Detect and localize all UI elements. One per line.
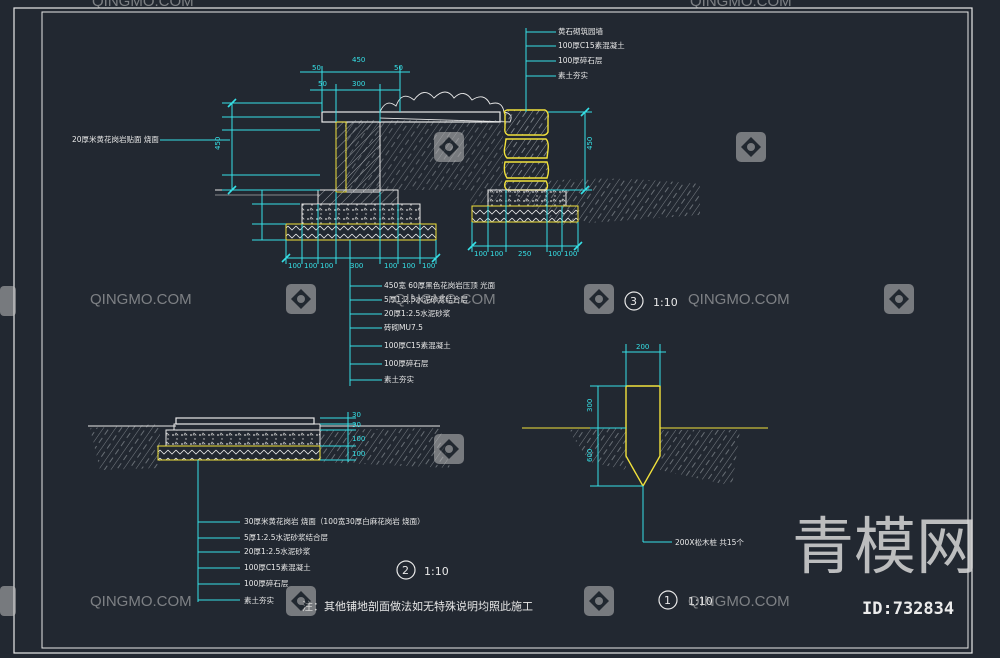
watermark-logo-icon <box>286 284 316 314</box>
section-1-scale: 1:10 <box>688 595 713 608</box>
section-3-scale: 1:10 <box>653 296 678 309</box>
section-2-dim-1: 30 <box>352 411 361 419</box>
watermark-logo-icon <box>434 132 464 162</box>
dim-top-1: 50 <box>312 64 321 72</box>
dim-top-2: 450 <box>352 56 365 64</box>
dim-bottom-7: 100 <box>422 262 435 270</box>
bottom-callout-2: 5厚1:2.5水泥砂浆结合层 <box>384 294 468 304</box>
section-1-number: 1 <box>664 594 671 607</box>
bottom-callout-6: 100厚碎石层 <box>384 358 429 368</box>
section-1-dim-left-2: 600 <box>586 449 594 462</box>
brand-watermark-id: ID:732834 <box>862 599 954 619</box>
bottom-callout-5: 100厚C15素混凝土 <box>384 340 451 350</box>
wood-pile <box>625 385 661 488</box>
brand-watermark: 青模网 ID:732834 <box>792 513 978 619</box>
bottom-callout-7: 素土夯实 <box>384 374 414 384</box>
watermark-text-bottom-right: QINGMO.COM <box>688 593 790 610</box>
section-2-callout-6: 素土夯实 <box>244 595 274 605</box>
section-2-callout-1: 30厚米黄花岗岩 烧面（100宽30厚白麻花岗岩 烧面） <box>244 516 425 526</box>
watermark-logo-icon <box>0 586 16 616</box>
dim-bottom-2: 100 <box>304 262 317 270</box>
left-material-label: 20厚米黄花岗岩贴面 烧面 <box>72 134 159 144</box>
right-callout-3: 100厚碎石层 <box>558 55 603 65</box>
general-note: 注：其他铺地剖面做法如无特殊说明均照此施工 <box>302 599 533 613</box>
right-callout-4: 素土夯实 <box>558 70 588 80</box>
section-1-dim-left-1: 300 <box>586 399 594 412</box>
watermark-text-mid-left: QINGMO.COM <box>90 291 192 308</box>
dim-bottom-right-1: 100 <box>474 250 487 258</box>
watermarks: QINGMO.COM QINGMO.COM QINGMO.COM QINGMO.… <box>0 0 914 616</box>
section-3-dimensions <box>160 28 592 386</box>
watermark-text-top-left: QINGMO.COM <box>92 0 194 10</box>
dim-bottom-right-4: 100 <box>548 250 561 258</box>
brand-watermark-cn: 青模网 <box>792 513 978 582</box>
bottom-callout-1: 450宽 60厚黑色花岗岩压顶 光面 <box>384 280 496 290</box>
dim-top-5: 50 <box>318 80 327 88</box>
section-2-dim-4: 100 <box>352 450 365 458</box>
section-2-callout-3: 20厚1:2.5水泥砂浆 <box>244 546 311 556</box>
bottom-callout-3: 20厚1:2.5水泥砂浆 <box>384 308 451 318</box>
dim-top-3: 300 <box>352 80 365 88</box>
section-2-marker: 2 1:10 <box>396 560 449 580</box>
section-1-drawing: 200 300 600 200X松木桩 共15个 1 1:10 <box>522 343 768 610</box>
dim-bottom-3: 100 <box>320 262 333 270</box>
section-2-callout-2: 5厚1:2.5水泥砂浆结合层 <box>244 532 328 542</box>
dim-bottom-right-3: 250 <box>518 250 531 258</box>
dim-bottom-right-2: 100 <box>490 250 503 258</box>
section-2-drawing: 30 30 100 100 30厚米黄花岗岩 烧面（100宽30厚白麻花岗岩 烧… <box>88 411 450 605</box>
dim-right-overall: 450 <box>586 137 594 150</box>
watermark-text-bottom-left: QINGMO.COM <box>90 593 192 610</box>
section-2-callout-4: 100厚C15素混凝土 <box>244 562 311 572</box>
dim-left-overall: 450 <box>214 137 222 150</box>
watermark-logo-icon <box>584 284 614 314</box>
watermark-logo-icon <box>736 132 766 162</box>
section-2-number: 2 <box>402 564 409 577</box>
dim-bottom-5: 100 <box>384 262 397 270</box>
section-3-dimension-labels: 450 450 50 450 300 50 50 100 100 100 300… <box>214 56 594 270</box>
watermark-logo-icon <box>434 434 464 464</box>
section-3-marker: 3 1:10 <box>624 291 678 311</box>
section-3-number: 3 <box>630 295 637 308</box>
bottom-callout-4: 砖砌MU7.5 <box>384 322 423 332</box>
right-callout-2: 100厚C15素混凝土 <box>558 40 625 50</box>
section-2-dim-2: 30 <box>352 421 361 429</box>
section-2-dim-3: 100 <box>352 435 365 443</box>
section-3-callouts: 20厚米黄花岗岩贴面 烧面 黄石砌筑园墙 100厚C15素混凝土 100厚碎石层… <box>72 26 625 384</box>
section-2-callout-5: 100厚碎石层 <box>244 578 289 588</box>
dim-top-4: 50 <box>394 64 403 72</box>
watermark-logo-icon <box>884 284 914 314</box>
right-callout-1: 黄石砌筑园墙 <box>558 26 603 36</box>
section-1-dim-top: 200 <box>636 343 649 351</box>
section-1-callout: 200X松木桩 共15个 <box>675 537 744 547</box>
section-3-drawing: 450 450 50 450 300 50 50 100 100 100 300… <box>72 26 700 386</box>
watermark-logo-icon <box>0 286 16 316</box>
section-1-marker: 1 1:10 <box>658 590 713 610</box>
watermark-text-mid-right: QINGMO.COM <box>688 291 790 308</box>
watermark-text-mid-center: QINGMO.COM <box>394 291 496 308</box>
watermark-logo-icon <box>584 586 614 616</box>
watermark-logo-icon <box>286 586 316 616</box>
dim-bottom-right-5: 100 <box>564 250 577 258</box>
dim-bottom-6: 100 <box>402 262 415 270</box>
dim-bottom-4: 300 <box>350 262 363 270</box>
watermark-text-top-right: QINGMO.COM <box>690 0 792 10</box>
section-2-scale: 1:10 <box>424 565 449 578</box>
shrub-outline <box>379 91 512 123</box>
drawing-frame <box>13 7 973 654</box>
dim-bottom-1: 100 <box>288 262 301 270</box>
